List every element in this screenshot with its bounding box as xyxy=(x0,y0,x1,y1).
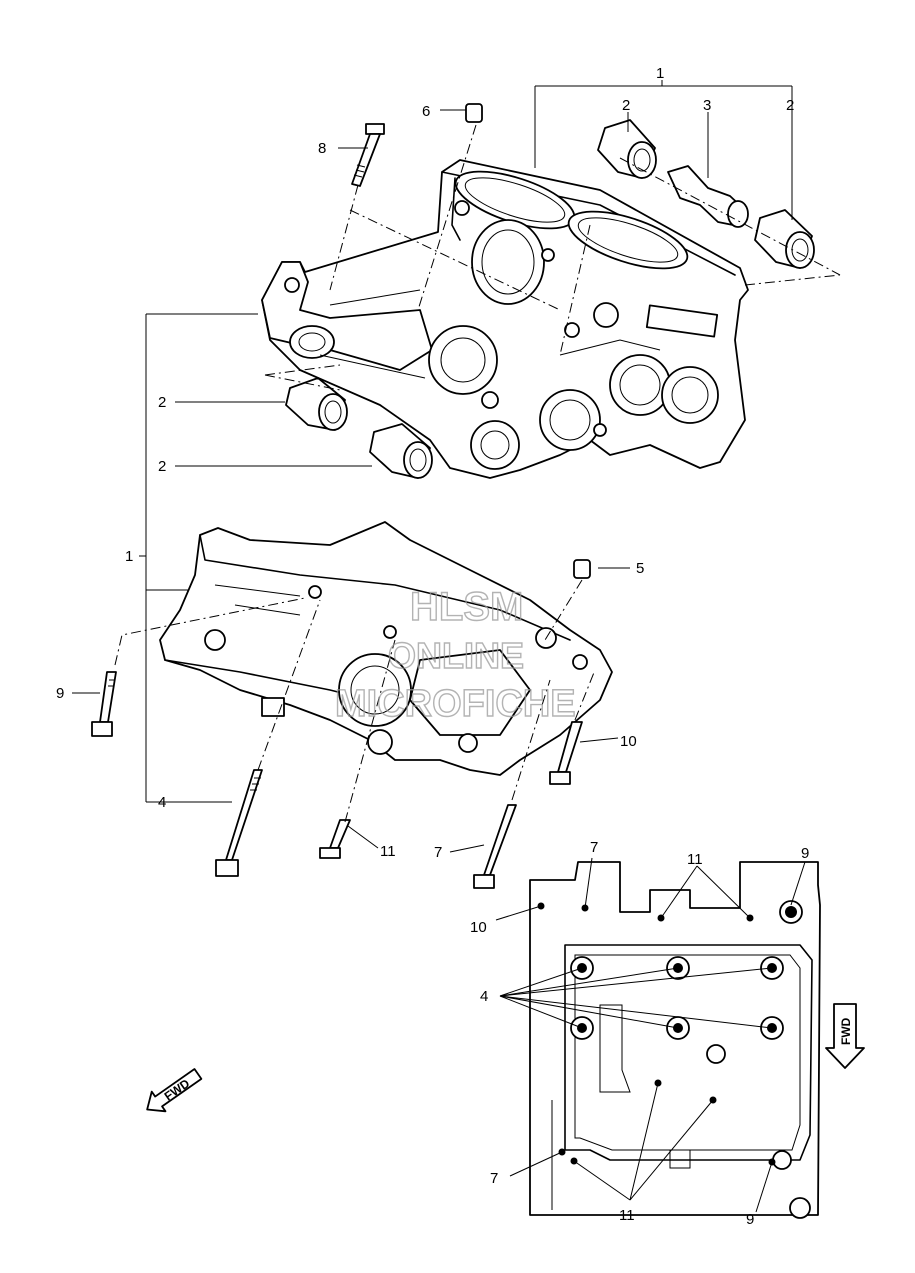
fwd-arrow-left: FWD xyxy=(146,1068,203,1113)
plan-callout-7-bottom: 7 xyxy=(490,1170,498,1187)
plan-callout-7-top: 7 xyxy=(590,839,598,856)
bolt-8 xyxy=(351,123,385,187)
bolt-10 xyxy=(549,721,583,785)
bolt-11 xyxy=(319,819,351,859)
dowel-6 xyxy=(465,103,483,123)
callouts: 1 2 3 2 6 8 2 2 1 5 9 10 4 11 7 xyxy=(56,65,794,861)
callout-2-top-right: 2 xyxy=(786,97,794,114)
callout-10-right: 10 xyxy=(620,733,637,750)
leader-lines xyxy=(72,80,841,853)
collar-part-2-right xyxy=(754,209,815,269)
bolt-9-left xyxy=(91,671,117,737)
collar-part-2-top xyxy=(597,119,657,179)
plan-callout-4: 4 xyxy=(480,988,488,1005)
callout-7-lower: 7 xyxy=(434,844,442,861)
collar-part-2-mid-a xyxy=(285,377,348,431)
plan-callout-9-bottom: 9 xyxy=(746,1211,754,1228)
callout-4-left: 4 xyxy=(158,794,166,811)
sleeve-part-3 xyxy=(667,165,749,228)
upper-crankcase xyxy=(261,159,749,479)
callout-6: 6 xyxy=(422,103,430,120)
bolt-7 xyxy=(473,804,517,889)
callout-11-lower: 11 xyxy=(380,843,396,860)
watermark-line2: ONLINE xyxy=(388,635,524,676)
callout-1-top: 1 xyxy=(656,65,664,82)
callout-8: 8 xyxy=(318,140,326,157)
plan-callout-11-top: 11 xyxy=(687,851,703,868)
watermark-line3: MICROFICHE xyxy=(335,683,576,725)
callout-5: 5 xyxy=(636,560,644,577)
callout-2-mid-b: 2 xyxy=(158,458,166,475)
callout-3-top: 3 xyxy=(703,97,711,114)
collar-part-2-mid-b xyxy=(369,423,433,479)
callout-1-left: 1 xyxy=(125,548,133,565)
plan-callouts: 7 11 9 10 4 7 11 9 xyxy=(470,839,809,1228)
plan-callout-9-top: 9 xyxy=(801,845,809,862)
watermark: HLSM ONLINE MICROFICHE xyxy=(334,584,576,725)
plan-callout-10: 10 xyxy=(470,919,487,936)
lower-crankcase xyxy=(159,521,613,776)
fwd-arrow-right: FWD xyxy=(825,1003,865,1069)
fwd-label-right: FWD xyxy=(839,1017,853,1045)
watermark-line1: HLSM xyxy=(410,585,523,629)
bolt-4 xyxy=(215,769,263,877)
crankcase-plan-view xyxy=(495,857,821,1219)
callout-2-mid-a: 2 xyxy=(158,394,166,411)
dowel-5 xyxy=(573,559,591,579)
callout-9-left: 9 xyxy=(56,685,64,702)
plan-callout-11-bottom: 11 xyxy=(619,1207,635,1224)
callout-2-top-left: 2 xyxy=(622,97,630,114)
